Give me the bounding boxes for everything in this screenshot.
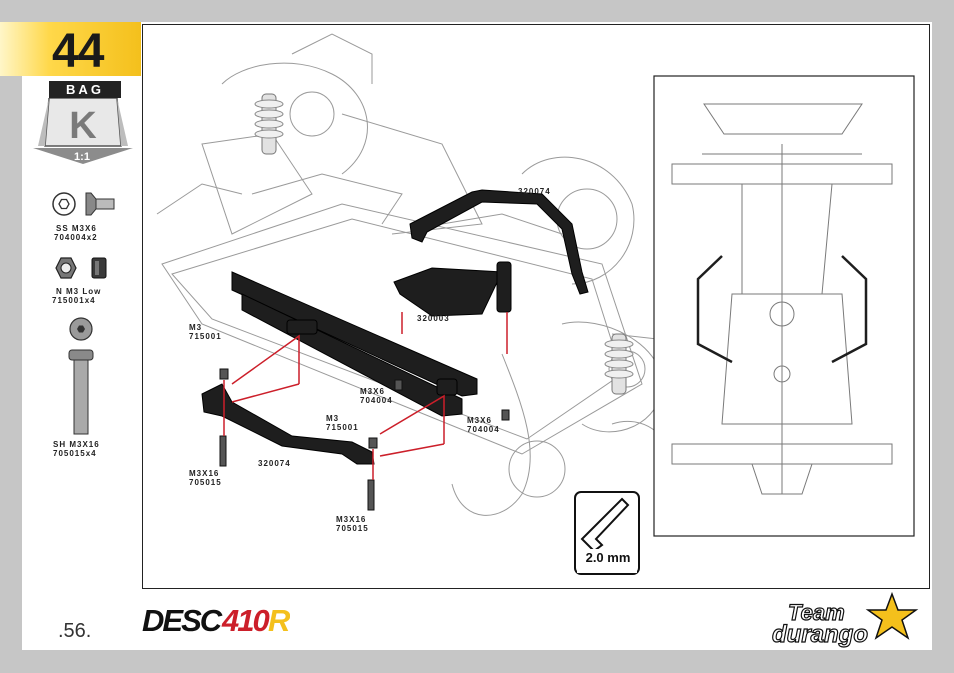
callout-bolt-left-name: M3X16 (189, 469, 220, 478)
callout-brace-bottom: 320074 (258, 459, 291, 468)
callout-nut-left-code: 715001 (189, 332, 222, 341)
part-code-1: 704004x2 (54, 233, 98, 242)
callout-screw-right-name: M3X6 (467, 416, 492, 425)
part-code-3: 705015x4 (53, 449, 97, 458)
callout-brace-top: 320074 (518, 187, 551, 196)
callout-bolt-left-code: 705015 (189, 478, 222, 487)
hex-nut-icon (55, 257, 107, 279)
bag-label: BAG (49, 81, 121, 98)
callout-nut-left-name: M3 (189, 323, 203, 332)
hex-key-icon (574, 491, 640, 575)
callout-nut-mid-name: M3 (326, 414, 340, 423)
tool-size-label: 2.0 mm (585, 550, 631, 565)
part-name-2: N M3 Low (56, 287, 102, 296)
countersunk-screw-icon (52, 192, 115, 216)
part-name-1: SS M3X6 (56, 224, 97, 233)
bag-icon: K (33, 98, 133, 164)
assembly-illustration (156, 33, 915, 537)
team-durango-logo: Team durango (771, 591, 919, 648)
part-code-2: 715001x4 (52, 296, 96, 305)
callout-screw-right-code: 704004 (467, 425, 500, 434)
bag-scale: 1:1 (74, 151, 90, 163)
page-number: .56. (58, 620, 92, 642)
svg-text:durango: durango (772, 621, 868, 648)
svg-text:DESC: DESC (142, 603, 223, 638)
svg-text:Team: Team (788, 600, 845, 625)
callout-nut-mid-code: 715001 (326, 423, 359, 432)
part-name-3: SH M3X16 (53, 440, 100, 449)
callout-plate: 320003 (417, 314, 450, 323)
socket-head-screw-icon (68, 317, 94, 435)
callout-bolt-mid-name: M3X16 (336, 515, 367, 524)
bag-letter: K (69, 105, 97, 147)
step-number-tab (0, 22, 141, 76)
callout-screw-mid-name: M3X6 (360, 387, 385, 396)
svg-text:410: 410 (221, 603, 269, 638)
step-number: 44 (52, 25, 104, 78)
callout-screw-mid-code: 704004 (360, 396, 393, 405)
svg-text:R: R (268, 603, 290, 638)
callout-bolt-mid-code: 705015 (336, 524, 369, 533)
desc410r-logo: DESC 410 R (140, 598, 290, 638)
